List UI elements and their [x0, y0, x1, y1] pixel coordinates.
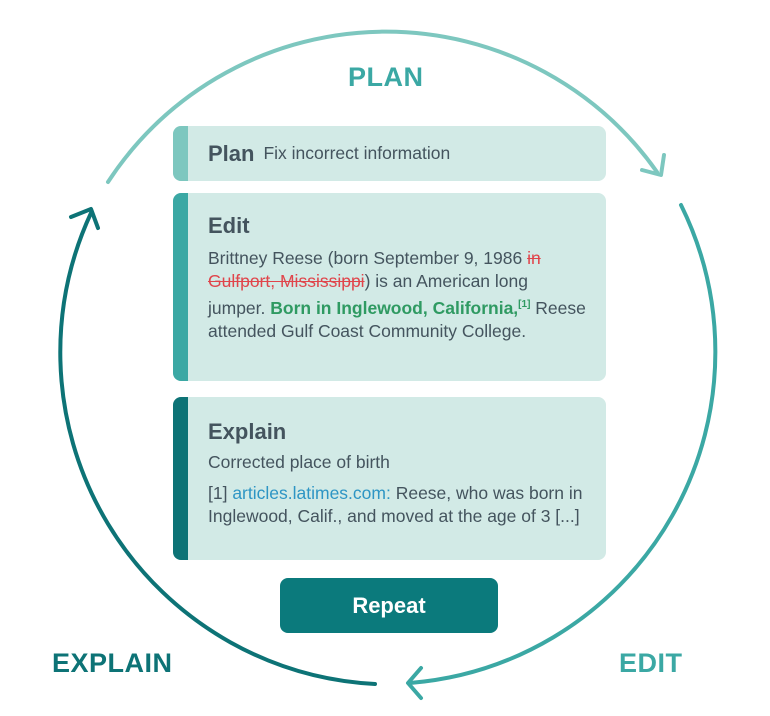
plan-card: Plan Fix incorrect information	[173, 126, 606, 181]
edit-inserted-text: Born in Inglewood, California,	[270, 297, 519, 318]
stage-label-explain: EXPLAIN	[52, 648, 173, 678]
edit-citation[interactable]: [1]	[518, 299, 531, 310]
edit-text-3: Reese attended Gulf Coast Community Coll…	[208, 297, 586, 341]
explain-arrowhead-icon	[69, 207, 100, 230]
explain-card: Explain Corrected place of birth [1] art…	[173, 397, 606, 560]
explain-card-title: Explain	[208, 419, 287, 444]
explain-ref-number: [1]	[208, 483, 233, 503]
explain-reference: [1] articles.latimes.com: Reese, who was…	[208, 482, 590, 528]
plan-arc	[106, 29, 659, 184]
edit-card-accent	[173, 193, 188, 381]
edit-arc	[408, 203, 718, 685]
explain-arc	[58, 211, 377, 686]
edit-card-body: Brittney Reese (born September 9, 1986 i…	[208, 247, 590, 343]
stage-label-plan: PLAN	[348, 62, 424, 92]
plan-card-text: Fix incorrect information	[263, 143, 451, 163]
edit-text-2: ) is an American long jumper.	[208, 271, 528, 318]
explain-ref-link[interactable]: articles.latimes.com:	[232, 483, 391, 503]
edit-card-title: Edit	[208, 213, 250, 238]
edit-arrowhead-icon	[406, 666, 423, 700]
explain-ref-quote: Reese, who was born in Inglewood, Calif.…	[208, 483, 583, 526]
explain-summary: Corrected place of birth	[208, 452, 390, 472]
edit-card: Edit Brittney Reese (born September 9, 1…	[173, 193, 606, 381]
stage-label-edit: EDIT	[619, 648, 683, 678]
edit-deleted-text: in Gulfport, Mississippi	[208, 248, 541, 291]
plan-card-title: Plan	[208, 140, 255, 166]
plan-arrowhead-icon	[640, 153, 666, 177]
explain-card-accent	[173, 397, 188, 560]
edit-text-1: Brittney Reese (born September 9, 1986	[208, 248, 528, 268]
repeat-button[interactable]: Repeat	[280, 578, 498, 633]
plan-card-accent	[173, 126, 188, 181]
